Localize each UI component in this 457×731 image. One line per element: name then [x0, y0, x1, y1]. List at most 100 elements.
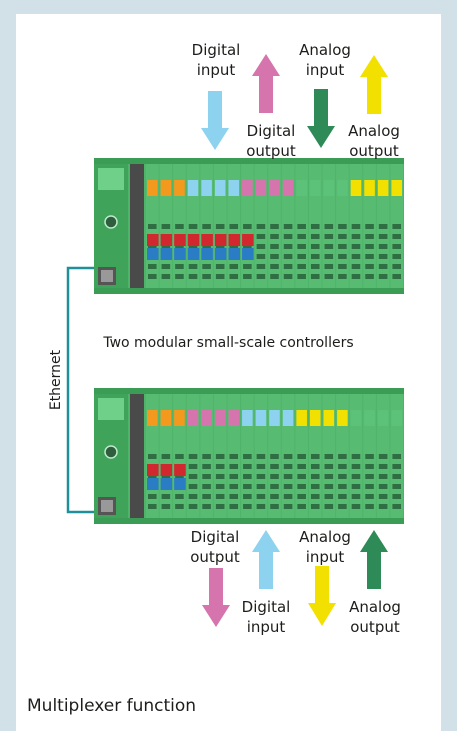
terminal-row: [297, 234, 306, 239]
terminal-row: [270, 464, 279, 469]
io-module-color-tag: [364, 180, 375, 196]
terminal-row: [310, 274, 320, 279]
top-rail: [94, 158, 404, 164]
red-terminal: [174, 234, 186, 246]
blue-terminal: [187, 248, 200, 260]
terminal-row: [202, 264, 211, 269]
terminal-row: [243, 464, 252, 469]
cpu-label-plate: [98, 168, 124, 190]
blue-terminal: [242, 248, 254, 260]
terminal-row: [243, 454, 252, 459]
terminal-row: [215, 484, 225, 489]
red-terminal: [174, 464, 186, 476]
terminal-row: [365, 464, 374, 469]
digital-output-arrow-bottom: [202, 568, 230, 627]
red-terminal: [160, 234, 173, 246]
io-module-color-tag: [282, 180, 294, 196]
terminal-row: [229, 474, 239, 479]
controller-bottom: [94, 388, 404, 524]
terminal-row: [378, 254, 388, 259]
terminal-row: [365, 484, 374, 489]
terminal-row: [161, 474, 171, 479]
terminal-row: [202, 244, 211, 249]
terminal-row: [243, 474, 252, 479]
io-module-color-tag: [282, 410, 294, 426]
terminal-row: [351, 254, 361, 259]
blue-terminal: [174, 478, 186, 490]
label-digital-output-bottom: Digital output: [190, 528, 240, 566]
terminal-row: [175, 244, 184, 249]
terminal-row: [310, 224, 320, 229]
terminal-row: [256, 224, 266, 229]
io-module-color-tag: [147, 180, 158, 196]
analog-input-arrow-top: [307, 89, 335, 148]
red-terminal: [201, 234, 213, 246]
io-module-color-tag: [337, 180, 348, 196]
ethernet-port-inner: [101, 500, 113, 512]
terminal-row: [175, 264, 184, 269]
io-module-color-tag: [201, 410, 212, 426]
terminal-row: [202, 274, 211, 279]
terminal-row: [256, 474, 266, 479]
terminal-row: [378, 224, 388, 229]
terminal-row: [324, 474, 334, 479]
terminal-row: [324, 464, 334, 469]
terminal-row: [256, 244, 266, 249]
terminal-row: [378, 484, 388, 489]
terminal-row: [365, 274, 374, 279]
io-module-color-tag: [337, 410, 348, 426]
terminal-row: [283, 494, 293, 499]
terminal-row: [243, 504, 252, 509]
terminal-row: [243, 264, 252, 269]
io-module-color-tag: [228, 410, 240, 426]
terminal-row: [202, 494, 211, 499]
terminal-row: [229, 454, 239, 459]
terminal-row: [351, 454, 361, 459]
terminal-row: [324, 254, 334, 259]
terminal-row: [188, 244, 198, 249]
terminal-row: [283, 484, 293, 489]
terminal-row: [310, 474, 320, 479]
io-module-color-tag: [214, 180, 226, 196]
io-module-color-tag: [255, 180, 267, 196]
ethernet-port-inner: [101, 270, 113, 282]
terminal-row: [338, 244, 347, 249]
terminal-row: [256, 504, 266, 509]
terminal-row: [365, 454, 374, 459]
terminal-row: [365, 254, 374, 259]
terminal-row: [338, 484, 347, 489]
terminal-row: [283, 264, 293, 269]
ethernet-cable: [66, 266, 96, 514]
terminal-row: [229, 484, 239, 489]
terminal-row: [338, 464, 347, 469]
terminal-row: [270, 504, 279, 509]
controller-top: [94, 158, 404, 294]
terminal-row: [148, 264, 157, 269]
terminal-row: [310, 244, 320, 249]
terminal-row: [310, 494, 320, 499]
terminal-row: [310, 254, 320, 259]
blue-terminal: [201, 248, 213, 260]
terminal-row: [188, 494, 198, 499]
io-module-color-tag: [269, 410, 280, 426]
red-terminal: [228, 234, 241, 246]
label-digital-output-top: Digital output: [246, 122, 296, 160]
terminal-row: [175, 454, 184, 459]
terminal-row: [378, 264, 388, 269]
io-module-color-tag: [255, 410, 267, 426]
terminal-row: [324, 234, 334, 239]
terminal-row: [378, 494, 388, 499]
figure-panel: [16, 14, 441, 731]
terminal-row: [161, 494, 171, 499]
terminal-row: [215, 244, 225, 249]
terminal-row: [283, 254, 293, 259]
terminal-row: [229, 494, 239, 499]
terminal-row: [188, 474, 198, 479]
terminal-row: [365, 244, 374, 249]
terminal-row: [338, 494, 347, 499]
io-module-color-tag: [377, 180, 389, 196]
terminal-row: [175, 474, 184, 479]
digital-input-arrow-top: [201, 91, 229, 150]
